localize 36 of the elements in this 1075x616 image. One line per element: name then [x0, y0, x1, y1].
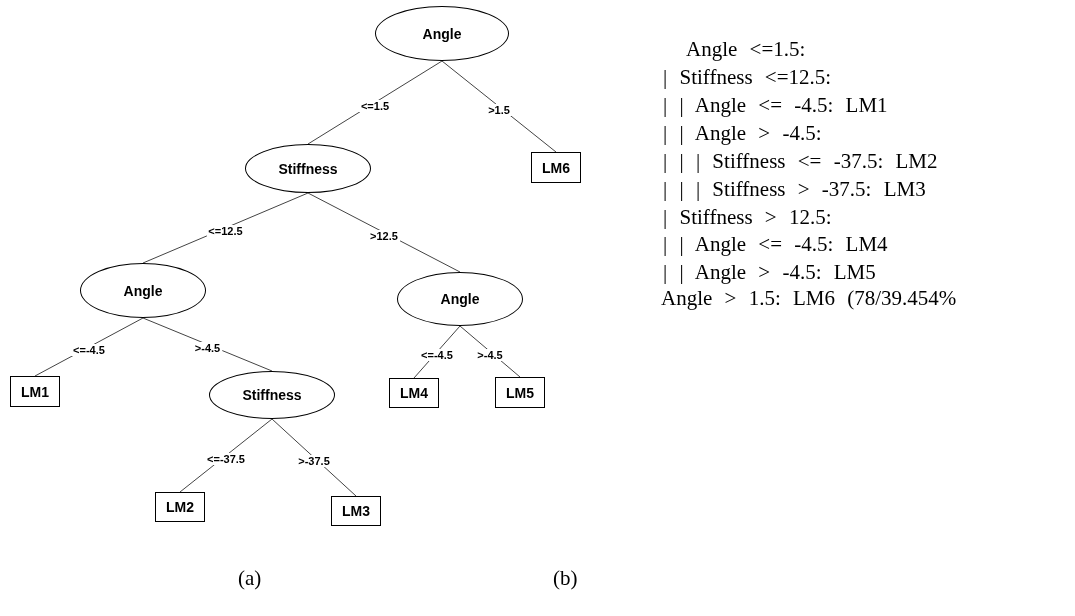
connector-line: [441, 60, 557, 153]
connector-line: [271, 418, 357, 497]
rule-text: | | Angle <= -4.5: LM1: [663, 93, 888, 117]
connector-line: [307, 192, 461, 273]
rule-text: Angle <=1.5:: [686, 37, 806, 61]
rule-text: | | Angle > -4.5:: [663, 121, 822, 145]
decision-ellipse: Angle: [80, 263, 206, 318]
edge-label: >-4.5: [475, 348, 505, 361]
edge-label: >-4.5: [192, 341, 223, 354]
edge-label: <=1.5: [358, 99, 392, 112]
decision-ellipse: Angle: [397, 272, 523, 326]
decision-ellipse: Stiffness: [245, 144, 371, 193]
decision-ellipse: Stiffness: [209, 371, 335, 419]
rule-text: | | Angle <= -4.5: LM4: [663, 232, 888, 256]
leaf-box: LM1: [10, 376, 60, 407]
rule-text: | | | Stiffness <= -37.5: LM2: [663, 149, 938, 173]
decision-ellipse: Angle: [375, 6, 509, 61]
panel-caption: (b): [553, 566, 578, 590]
edge-label: <=-4.5: [419, 349, 455, 361]
edge-label: >12.5: [368, 229, 400, 242]
edge-label: <=-4.5: [71, 344, 107, 356]
leaf-box: LM3: [331, 496, 381, 526]
rule-text: Angle > 1.5: LM6 (78/39.454%: [661, 286, 957, 310]
leaf-box: LM5: [495, 377, 545, 408]
rule-text: | | Angle > -4.5: LM5: [663, 260, 876, 284]
panel-caption: (a): [238, 566, 262, 590]
leaf-box: LM2: [155, 492, 205, 522]
edge-label: >-37.5: [296, 454, 332, 467]
rule-text: | Stiffness <=12.5:: [663, 65, 832, 89]
leaf-box: LM4: [389, 378, 439, 408]
rule-text: | Stiffness > 12.5:: [663, 205, 832, 229]
leaf-box: LM6: [531, 152, 581, 183]
edge-label: <=-37.5: [205, 452, 247, 465]
edge-label: <=12.5: [206, 225, 245, 237]
rule-text: | | | Stiffness > -37.5: LM3: [663, 177, 926, 201]
edge-label: >1.5: [486, 103, 512, 116]
